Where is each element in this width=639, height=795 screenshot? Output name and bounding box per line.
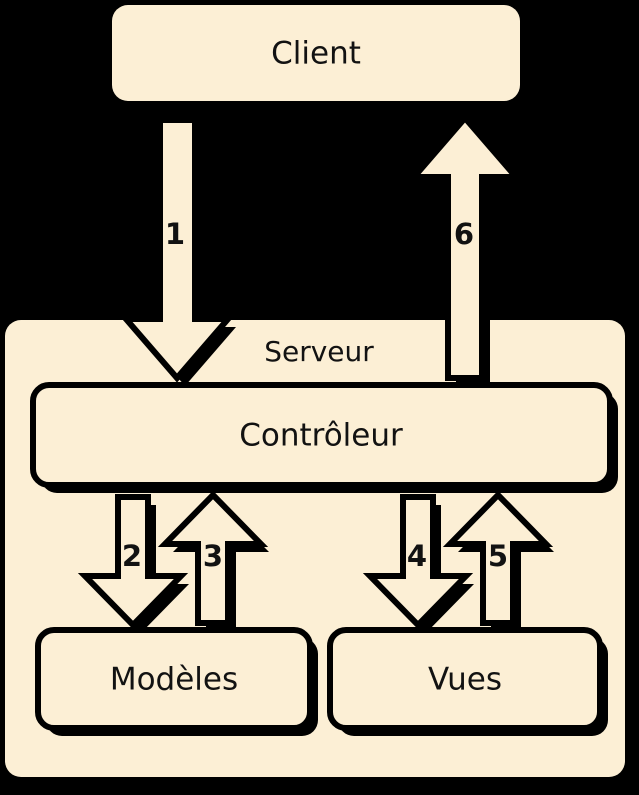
client-label: Client: [271, 36, 361, 72]
arrow-3-label: 3: [203, 539, 223, 573]
vues-box[interactable]: [327, 627, 608, 736]
arrow-6: [407, 113, 524, 386]
modeles-label: Modèles: [110, 662, 238, 698]
arrow-1-label: 1: [165, 217, 185, 251]
arrow-4-label: 4: [407, 539, 427, 573]
arrow-5: [442, 490, 554, 631]
modeles-box[interactable]: [35, 627, 318, 736]
arrow-2-label: 2: [122, 539, 142, 573]
arrow-6-label: 6: [454, 217, 474, 251]
serveur-label: Serveur: [264, 335, 374, 368]
arrow-1: [119, 117, 236, 386]
arrow-5-label: 5: [488, 539, 508, 573]
arrow-4: [362, 494, 474, 633]
arrow-3: [157, 490, 269, 631]
vues-label: Vues: [428, 662, 502, 698]
client-box[interactable]: [112, 5, 528, 109]
controleur-label: Contrôleur: [239, 418, 403, 454]
controleur-box[interactable]: [30, 382, 618, 493]
arrow-2: [77, 494, 189, 633]
